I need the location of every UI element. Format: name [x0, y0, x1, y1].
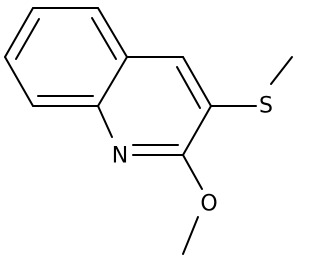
bond-c6-c7-inner — [15, 18, 40, 60]
bond-c6-c7 — [4, 7, 34, 58]
bond-n1-c8a — [97, 105, 113, 138]
bond-c2-o — [182, 154, 203, 190]
sulfur-atom-label: S — [259, 94, 273, 119]
nitrogen-atom-label: N — [112, 144, 128, 169]
molecule-structure-diagram: N O S — [4, 7, 293, 255]
bond-c4a-c8a — [97, 56, 128, 107]
bond-c4a-c5-inner — [91, 17, 117, 60]
bond-c7-c8 — [4, 56, 34, 107]
bond-o-methyl — [182, 216, 199, 255]
bond-c4-c3 — [182, 56, 212, 107]
bond-c4a-c5 — [97, 7, 128, 58]
bond-s-methyl — [270, 56, 293, 85]
bond-c4-c3-inner — [176, 66, 201, 109]
oxygen-atom-label: O — [200, 192, 217, 217]
bond-c3-c2 — [182, 105, 212, 156]
